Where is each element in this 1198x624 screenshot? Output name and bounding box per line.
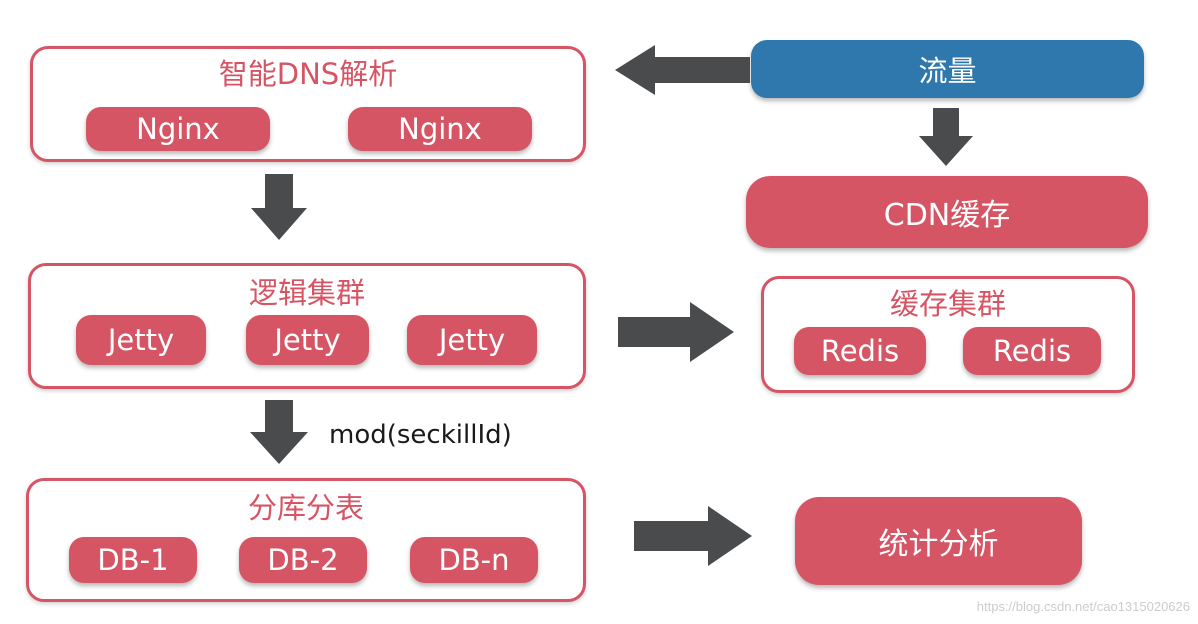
db-node-2: DB-2 [239, 537, 367, 583]
nginx-node-1: Nginx [86, 107, 270, 151]
jetty-node-2: Jetty [246, 315, 369, 365]
arrow-right-icon [618, 302, 734, 362]
arrow-down-icon [919, 108, 973, 166]
redis-node-2: Redis [963, 327, 1101, 375]
cache-cluster-title: 缓存集群 [889, 287, 1006, 321]
arrow-down-icon [250, 400, 308, 464]
redis-node-1: Redis [794, 327, 926, 375]
logic-cluster-group: 逻辑集群 Jetty Jetty Jetty [28, 263, 586, 389]
jetty-node-1: Jetty [76, 315, 206, 365]
arrow-right-icon [634, 506, 752, 566]
traffic-node: 流量 [751, 40, 1144, 98]
dns-group-title: 智能DNS解析 [218, 57, 398, 91]
db-sharding-group: 分库分表 DB-1 DB-2 DB-n [26, 478, 586, 602]
stats-analysis-node: 统计分析 [795, 497, 1082, 585]
db-node-1: DB-1 [69, 537, 197, 583]
edge-label-mod-seckillid: mod(seckillId) [329, 420, 512, 450]
nginx-node-2: Nginx [348, 107, 532, 151]
db-node-n: DB-n [410, 537, 538, 583]
jetty-node-3: Jetty [407, 315, 537, 365]
arrow-left-icon [615, 45, 750, 95]
cache-cluster-group: 缓存集群 Redis Redis [761, 276, 1135, 393]
cdn-cache-node: CDN缓存 [746, 176, 1148, 248]
watermark-url: https://blog.csdn.net/cao1315020626 [976, 599, 1190, 614]
db-sharding-title: 分库分表 [247, 491, 364, 525]
arrow-down-icon [251, 174, 307, 240]
logic-cluster-title: 逻辑集群 [248, 276, 365, 310]
dns-group: 智能DNS解析 Nginx Nginx [30, 46, 586, 162]
